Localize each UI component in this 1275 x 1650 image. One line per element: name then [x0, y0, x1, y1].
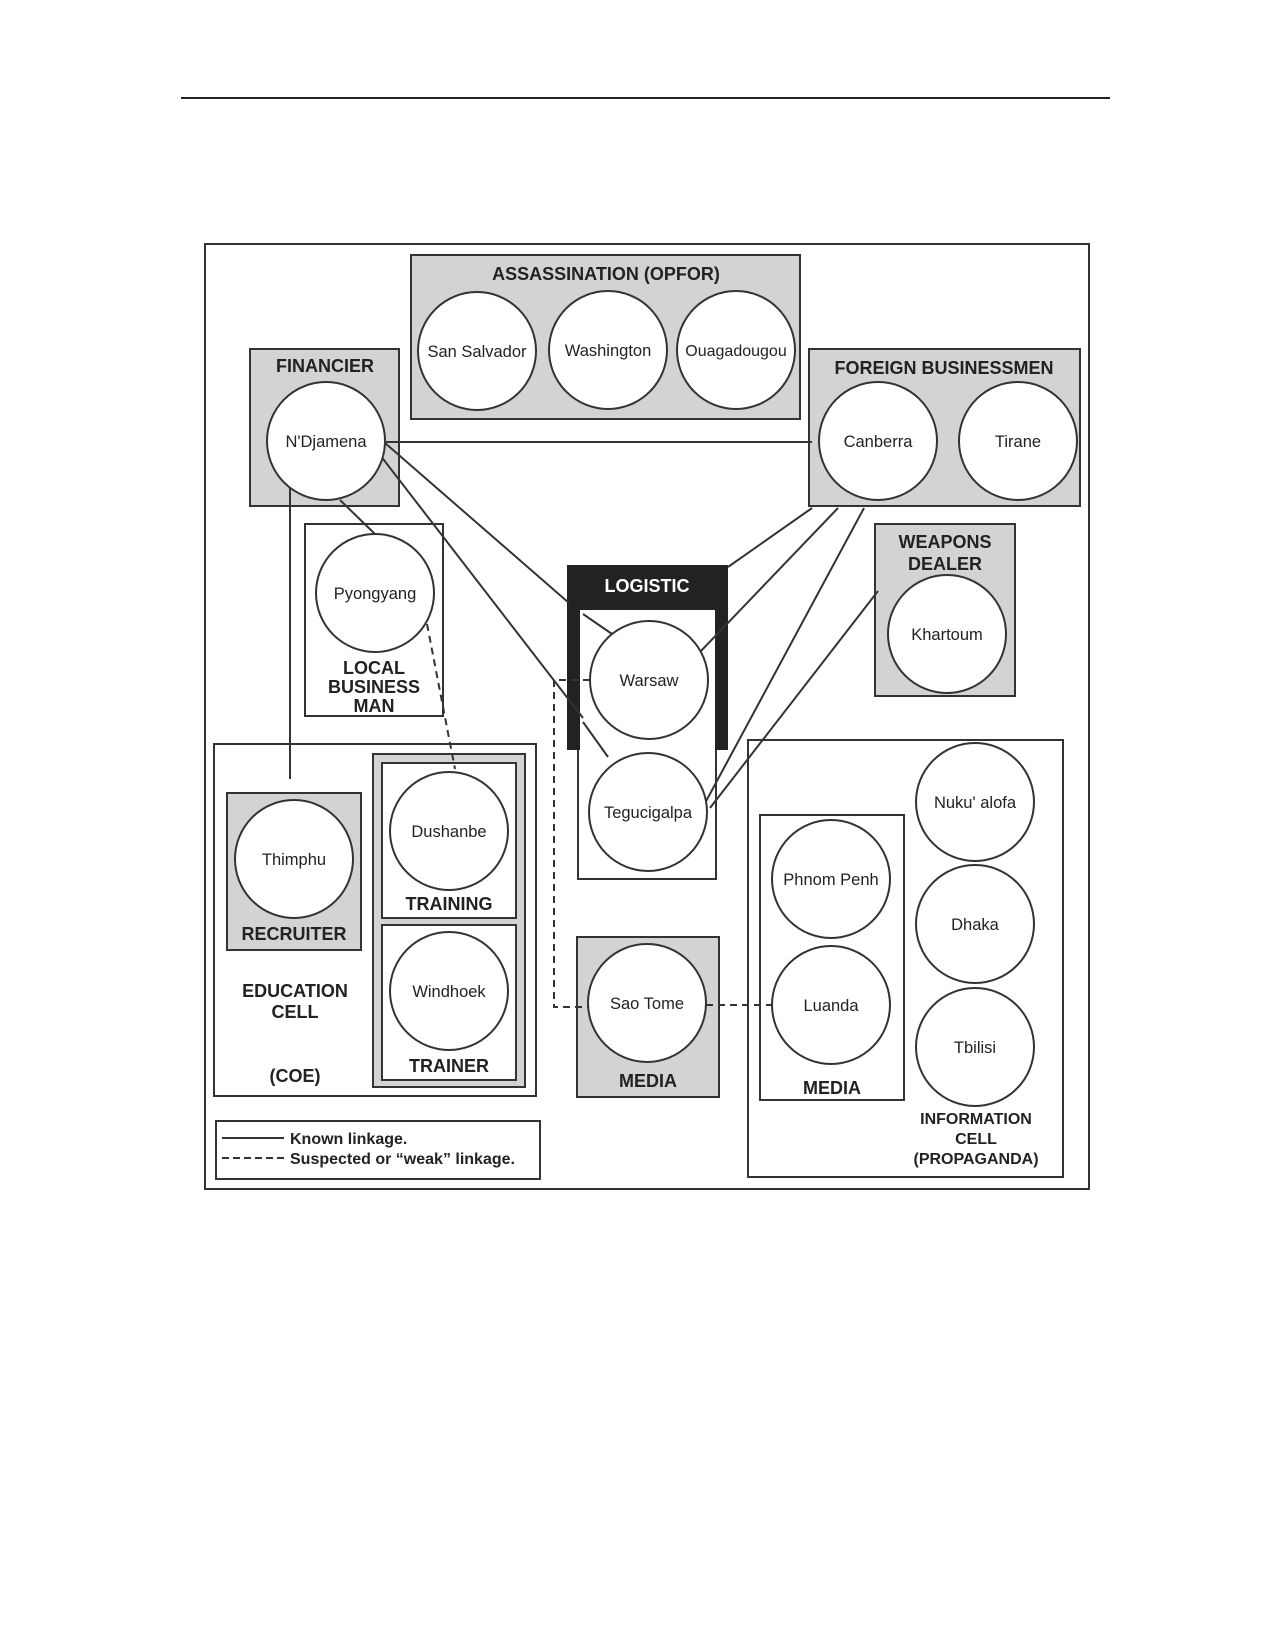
link-logistic-warsaw	[582, 613, 613, 635]
education-title-3: (COE)	[270, 1066, 321, 1086]
link-ndjamena-logistic	[384, 442, 570, 604]
link-canberra-logistic	[727, 507, 813, 568]
legend-known-label: Known linkage.	[290, 1131, 407, 1148]
node-dushanbe: Dushanbe	[389, 771, 509, 891]
weapons-dealer-title-2: DEALER	[908, 554, 982, 574]
node-tegucigalpa: Tegucigalpa	[588, 752, 708, 872]
node-phnom-penh: Phnom Penh	[771, 819, 891, 939]
node-windhoek: Windhoek	[389, 931, 509, 1051]
local-business-title-2: BUSINESS	[328, 677, 420, 697]
info-title-2: CELL	[955, 1131, 997, 1148]
media-center-title: MEDIA	[619, 1071, 677, 1091]
link-canberra-warsaw	[699, 507, 839, 653]
recruiter-title: RECRUITER	[241, 924, 346, 944]
node-label: Thimphu	[262, 851, 326, 869]
node-san-salvador: San Salvador	[417, 291, 537, 411]
logistic-title: LOGISTIC	[605, 576, 690, 596]
node-label: Warsaw	[620, 672, 679, 690]
training-title: TRAINING	[406, 894, 493, 914]
node-canberra: Canberra	[818, 381, 938, 501]
node-label: Luanda	[803, 997, 859, 1015]
suspected-linkages	[426, 623, 775, 1008]
media-right-title: MEDIA	[803, 1078, 861, 1098]
node-khartoum: Khartoum	[887, 574, 1007, 694]
node-label: Dushanbe	[411, 823, 486, 841]
link-ndjamena-pyongyang	[339, 499, 376, 535]
node-label: Canberra	[844, 433, 914, 451]
node-sao-tome: Sao Tome	[587, 943, 707, 1063]
diagram-frame	[204, 243, 1090, 1190]
link-warsaw-tegucigalpa	[582, 721, 609, 758]
foreign-businessmen-title: FOREIGN BUSINESSMEN	[834, 358, 1053, 378]
node-warsaw: Warsaw	[589, 620, 709, 740]
link-pyongyang-dushanbe	[426, 623, 456, 770]
trainer-title: TRAINER	[409, 1056, 489, 1076]
weapons-dealer-title-1: WEAPONS	[898, 532, 991, 552]
node-label: Windhoek	[412, 983, 486, 1001]
node-dhaka: Dhaka	[915, 864, 1035, 984]
node-label: Nuku' alofa	[934, 794, 1017, 812]
node-label: Ouagadougou	[685, 343, 786, 360]
link-khartoum-tegucigalpa	[709, 590, 879, 809]
education-title-2: CELL	[272, 1002, 319, 1022]
legend: Known linkage. Suspected or “weak” linka…	[215, 1120, 541, 1180]
node-label: San Salvador	[427, 343, 527, 361]
node-nukualofa: Nuku' alofa	[915, 742, 1035, 862]
node-label: Sao Tome	[610, 995, 684, 1013]
node-label: Tirane	[995, 433, 1041, 451]
node-ouagadougou: Ouagadougou	[676, 290, 796, 410]
local-business-title-3: MAN	[354, 696, 395, 716]
financier-title: FINANCIER	[276, 356, 374, 376]
link-ndjamena-tegucigalpa	[379, 454, 584, 719]
education-title-1: EDUCATION	[242, 981, 348, 1001]
assassination-title: ASSASSINATION (OPFOR)	[492, 264, 720, 284]
legend-suspected-label: Suspected or “weak” linkage.	[290, 1151, 515, 1168]
link-warsaw-saotome	[553, 679, 590, 1008]
node-tirane: Tirane	[958, 381, 1078, 501]
node-label: Washington	[565, 342, 652, 360]
node-label: Khartoum	[911, 626, 983, 644]
known-linkages	[289, 441, 879, 809]
local-business-title-1: LOCAL	[343, 658, 405, 678]
node-label: Dhaka	[951, 916, 1000, 934]
node-ndjamena: N'Djamena	[266, 381, 386, 501]
node-tbilisi: Tbilisi	[915, 987, 1035, 1107]
info-title-1: INFORMATION	[920, 1111, 1032, 1128]
node-washington: Washington	[548, 290, 668, 410]
node-label: Pyongyang	[334, 585, 417, 603]
node-luanda: Luanda	[771, 945, 891, 1065]
node-thimphu: Thimphu	[234, 799, 354, 919]
link-canberra-tegucigalpa	[703, 507, 865, 806]
info-title-3: (PROPAGANDA)	[913, 1151, 1038, 1168]
node-label: Phnom Penh	[783, 871, 878, 889]
node-pyongyang: Pyongyang	[315, 533, 435, 653]
node-label: Tegucigalpa	[604, 804, 693, 822]
node-label: Tbilisi	[954, 1039, 996, 1057]
node-label: N'Djamena	[285, 433, 367, 451]
